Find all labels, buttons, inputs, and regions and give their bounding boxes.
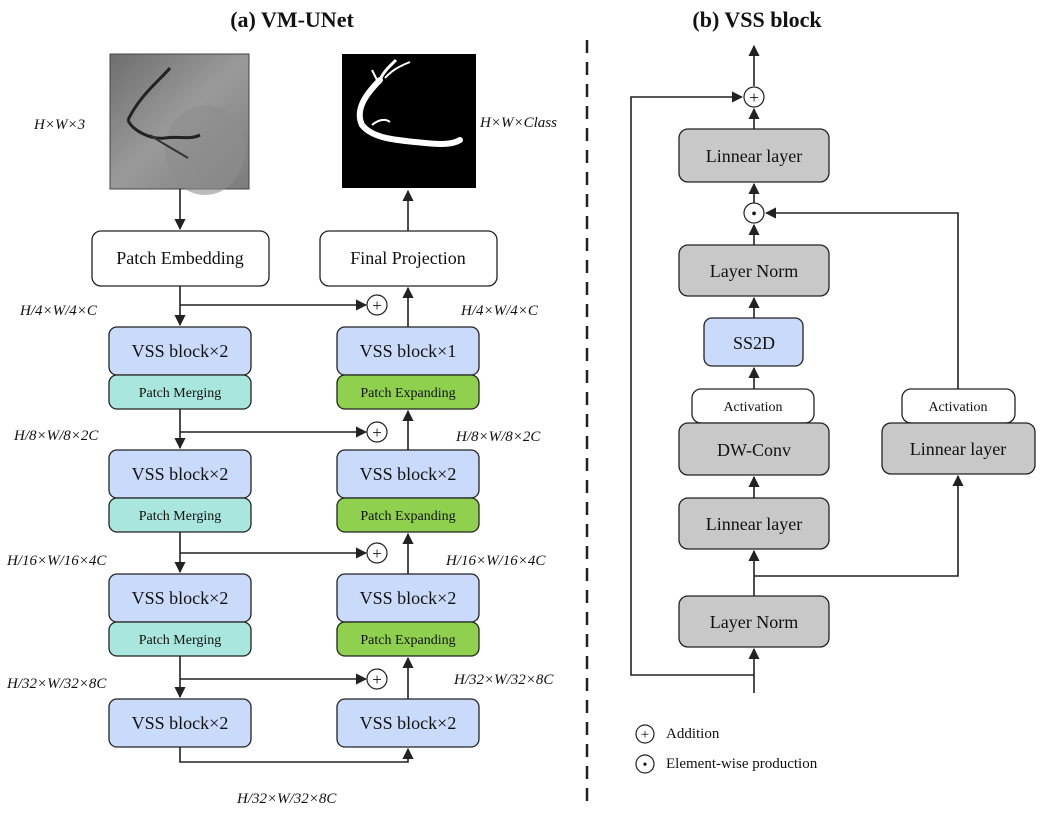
add-symbol-1 — [366, 294, 388, 316]
vss-linear-right-box — [881, 422, 1036, 475]
enc-merge-label-3: Patch Merging — [139, 633, 222, 648]
output-dim-label: H×W×Class — [479, 115, 557, 131]
enc-vss-label-4: VSS block×2 — [132, 713, 229, 733]
vss-layer-norm-bottom-label: Layer Norm — [710, 612, 798, 632]
dec-dim-3: H/16×W/16×4C — [445, 553, 546, 569]
vss-activation-left-label: Activation — [723, 400, 782, 415]
dec-expand-label-1: Patch Expanding — [360, 386, 455, 401]
add-symbol-2-glyph: + — [372, 423, 382, 442]
output-segmentation-image — [342, 54, 476, 188]
vss-elementwise-symbol-glyph: • — [751, 206, 757, 223]
arrow-bottleneck-bridge — [179, 747, 414, 763]
legend-addition-icon — [635, 724, 655, 744]
legend-elementwise-glyph: • — [643, 758, 648, 773]
legend-addition-glyph: + — [641, 727, 649, 743]
enc-merge-label-2: Patch Merging — [139, 509, 222, 524]
enc-dim-4: H/32×W/32×8C — [6, 676, 107, 692]
legend-elementwise-label: Element-wise production — [666, 756, 818, 772]
enc-dim-3: H/16×W/16×4C — [6, 553, 107, 569]
title-vm-unet: (a) VM-UNet — [230, 7, 354, 32]
vss-ss2d-label: SS2D — [733, 333, 775, 353]
enc-vss-label-1: VSS block×2 — [132, 341, 229, 361]
enc-vss-label-2: VSS block×2 — [132, 464, 229, 484]
branch-to-right-linear — [754, 474, 964, 577]
dec-dim-1: H/4×W/4×C — [460, 303, 539, 319]
vss-linear-top-label: Linnear layer — [706, 146, 802, 166]
dec-patch-expanding-1 — [336, 374, 480, 410]
bottom-dim-label: H/32×W/32×8C — [236, 791, 337, 807]
vss-activation-right-label: Activation — [928, 400, 987, 415]
dec-expand-label-2: Patch Expanding — [360, 509, 455, 524]
input-angiogram-image — [109, 53, 250, 195]
vss-add-symbol — [743, 86, 765, 108]
add-symbol-2 — [366, 421, 388, 443]
enc-merge-label-1: Patch Merging — [139, 386, 222, 401]
dec-vss-label-3: VSS block×2 — [360, 588, 457, 608]
vss-dwconv-box — [678, 422, 830, 476]
dec-patch-expanding-2 — [336, 497, 480, 533]
enc-dim-1: H/4×W/4×C — [19, 303, 98, 319]
add-symbol-3 — [366, 542, 388, 564]
vss-dwconv-label: DW-Conv — [717, 440, 791, 460]
branch-to-product — [764, 207, 959, 389]
final-projection-label: Final Projection — [350, 248, 466, 268]
dec-dim-4: H/32×W/32×8C — [453, 672, 554, 688]
add-symbol-3-glyph: + — [372, 544, 382, 563]
vss-add-symbol-glyph: + — [749, 88, 759, 107]
title-vss-block: (b) VSS block — [692, 7, 822, 32]
dec-dim-2: H/8×W/8×2C — [455, 429, 541, 445]
dec-vss-label-2: VSS block×2 — [360, 464, 457, 484]
dec-expand-label-3: Patch Expanding — [360, 633, 455, 648]
vss-linear-mid-label: Linnear layer — [706, 514, 802, 534]
add-symbol-1-glyph: + — [372, 296, 382, 315]
residual-connection — [630, 91, 754, 676]
vss-linear-right-label: Linnear layer — [910, 439, 1006, 459]
dec-vss-label-4: VSS block×2 — [360, 713, 457, 733]
legend-addition-label: Addition — [666, 726, 720, 742]
add-symbol-4 — [366, 668, 388, 690]
add-symbol-4-glyph: + — [372, 670, 382, 689]
dec-vss-label-1: VSS block×1 — [360, 341, 457, 361]
legend-elementwise-icon — [635, 754, 655, 774]
dec-patch-expanding-3 — [336, 621, 480, 657]
input-dim-label: H×W×3 — [33, 117, 85, 133]
enc-dim-2: H/8×W/8×2C — [13, 428, 99, 444]
vss-layer-norm-top-label: Layer Norm — [710, 261, 798, 281]
patch-embedding-label: Patch Embedding — [116, 248, 243, 268]
enc-vss-label-3: VSS block×2 — [132, 588, 229, 608]
